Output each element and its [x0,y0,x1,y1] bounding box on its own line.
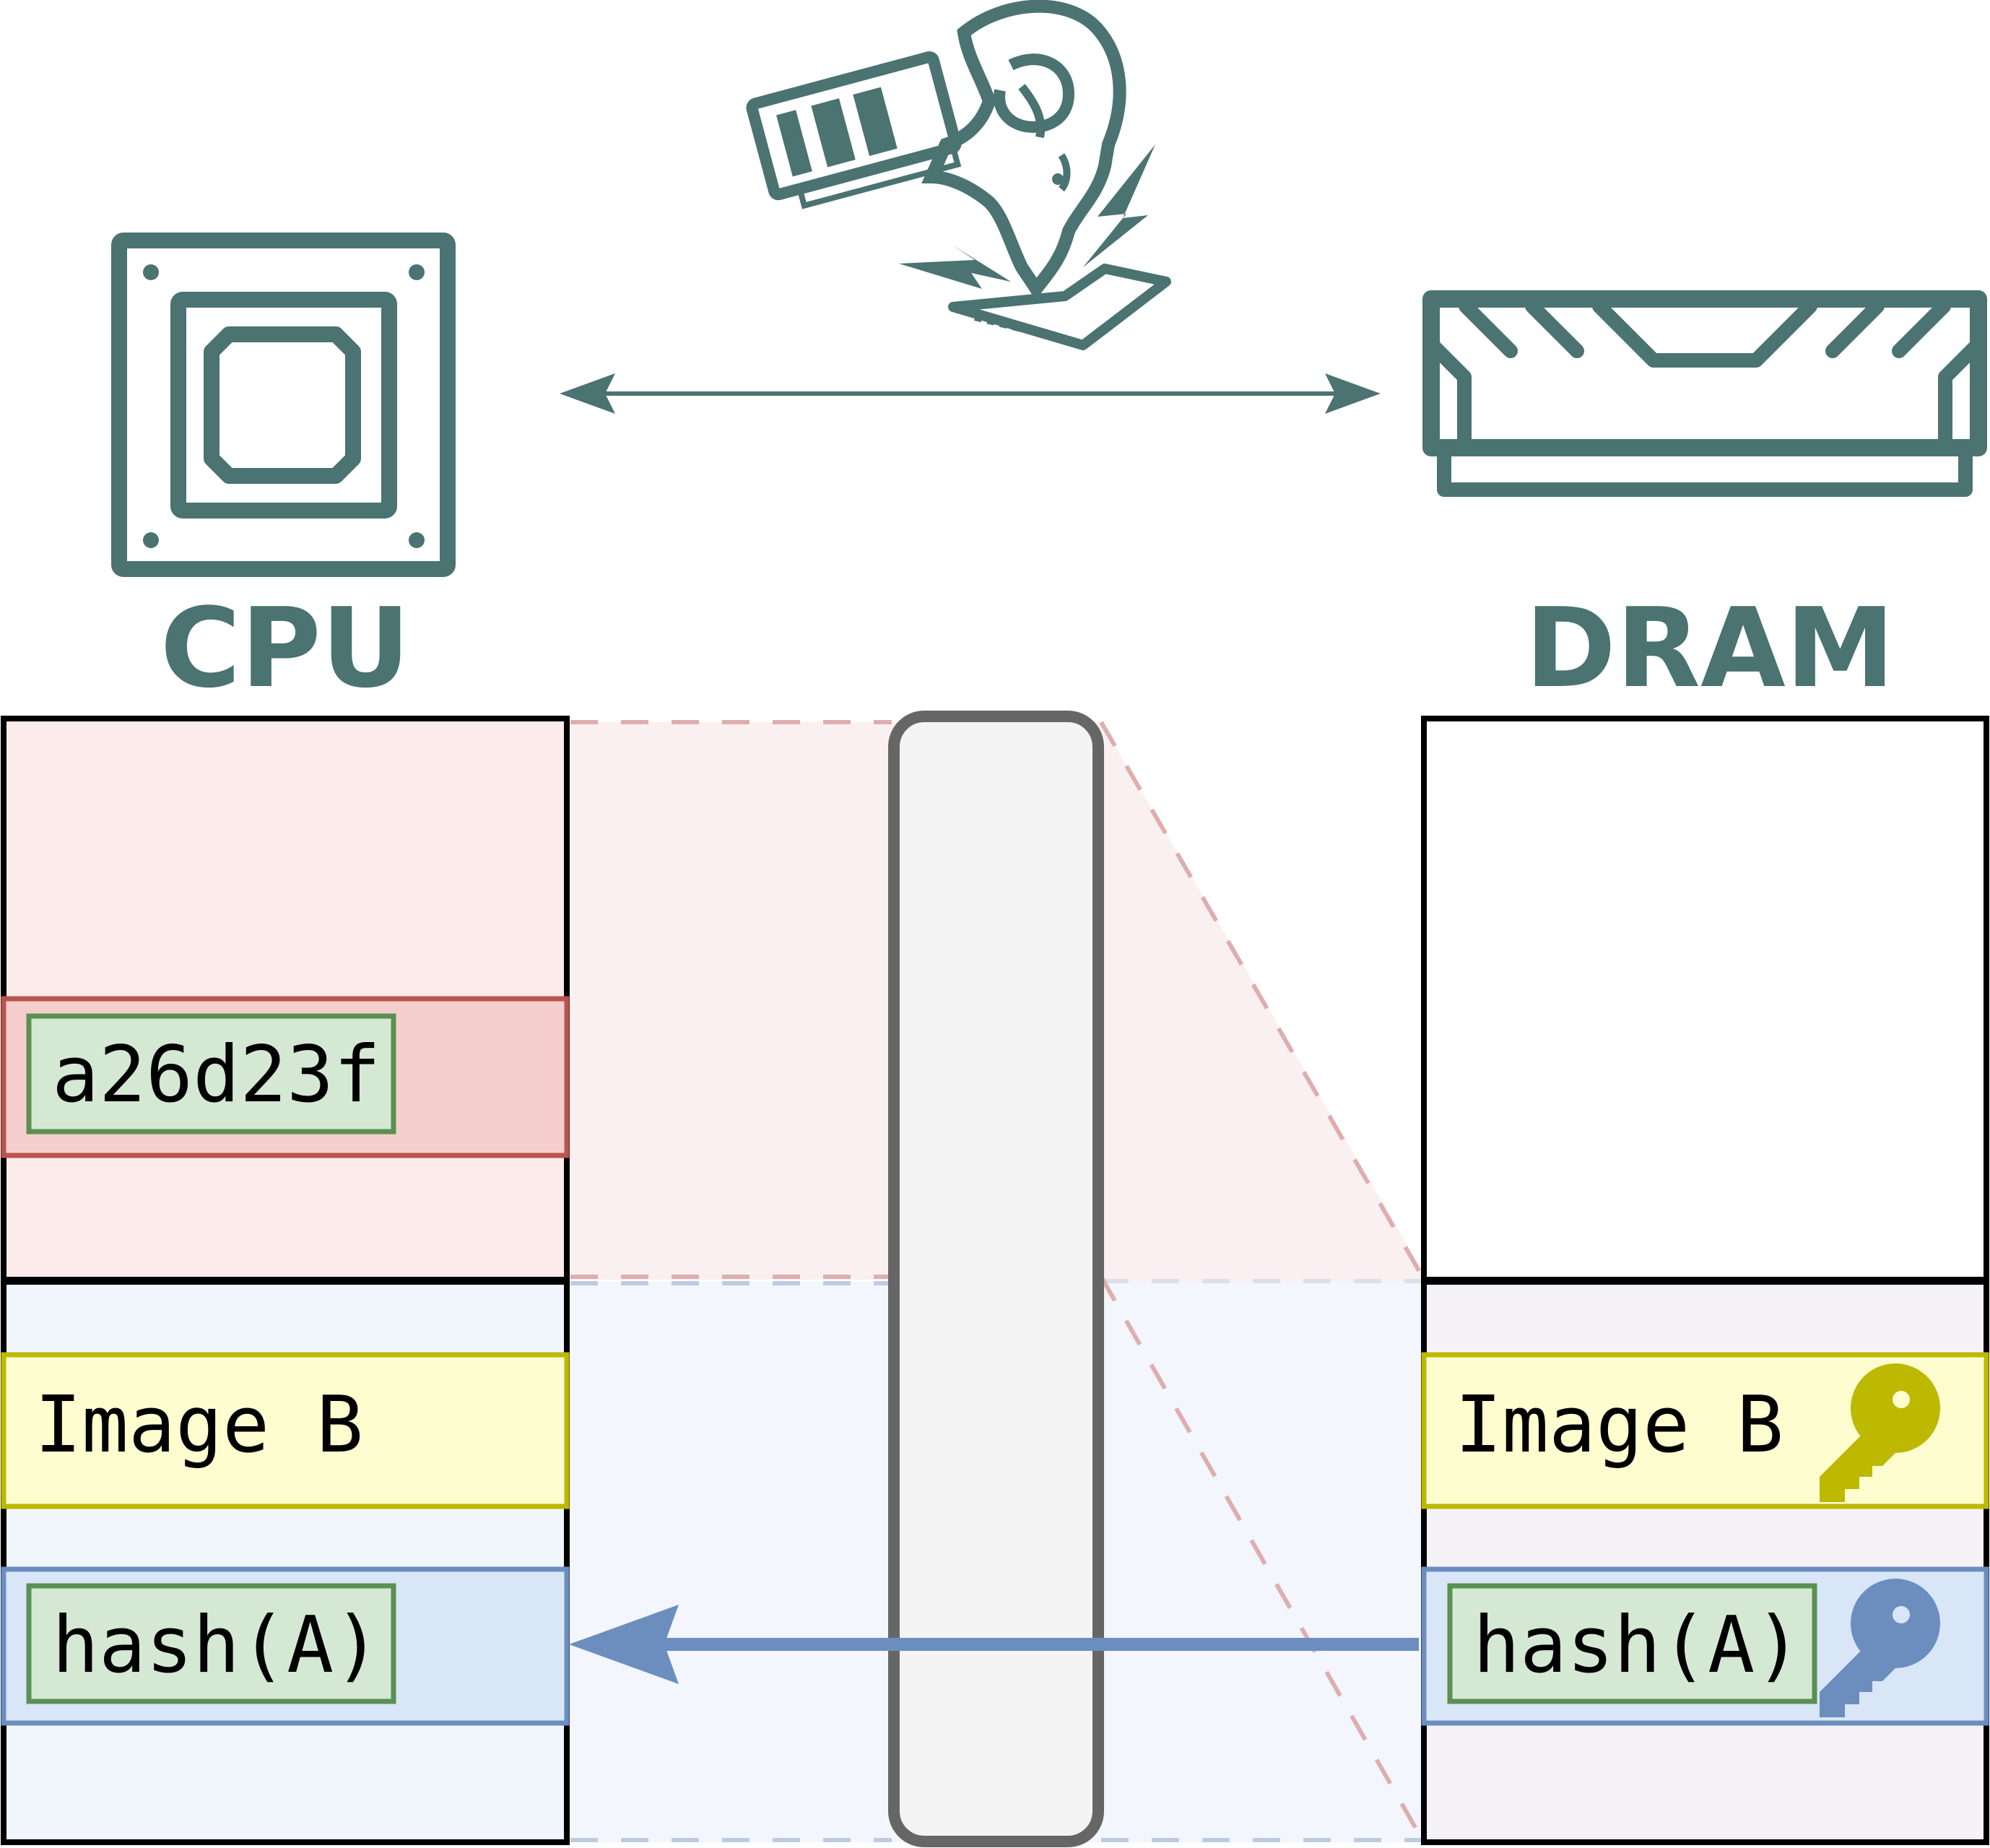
dram-hash-box [1447,1583,1817,1704]
ram-mascot-icon [746,0,1171,350]
dram-image-row: Image B [1421,1352,1989,1509]
cpu-label: CPU [160,584,410,712]
double-arrow-icon [560,373,1381,414]
cpu-hash-row: hash(A) [1,1566,570,1726]
dram-hash-label: hash(A) [1473,1600,1802,1691]
memory-module-icon [1422,290,1987,497]
cpu-memory-column: a26d23f Image B hash(A) [1,716,570,1845]
cpu-image-row: Image B [1,1352,570,1509]
yellow-key-icon [1820,1363,1940,1502]
red-overlap-wedge [1101,1282,1422,1842]
dram-label: DRAM [1525,584,1895,712]
cpu-hash-label: hash(A) [52,1600,381,1691]
cpu-secret-box [26,1013,396,1135]
dram-memory-column: Image B hash(A) [1421,716,1989,1845]
left-arrow-icon [569,1605,1419,1684]
blue-key-icon [1820,1579,1940,1717]
region-guides [570,720,1425,1842]
cpu-hash-box [26,1583,396,1704]
cpu-secret-value: a26d23f [52,1030,381,1120]
dram-image-label: Image B [1455,1380,1783,1470]
cpu-secret-row: a26d23f [1,996,570,1158]
cpu-image-label: Image B [35,1380,363,1470]
dram-hash-row: hash(A) [1421,1566,1989,1726]
cpu-chip-icon [111,233,456,577]
cache-bar [888,711,1104,1847]
